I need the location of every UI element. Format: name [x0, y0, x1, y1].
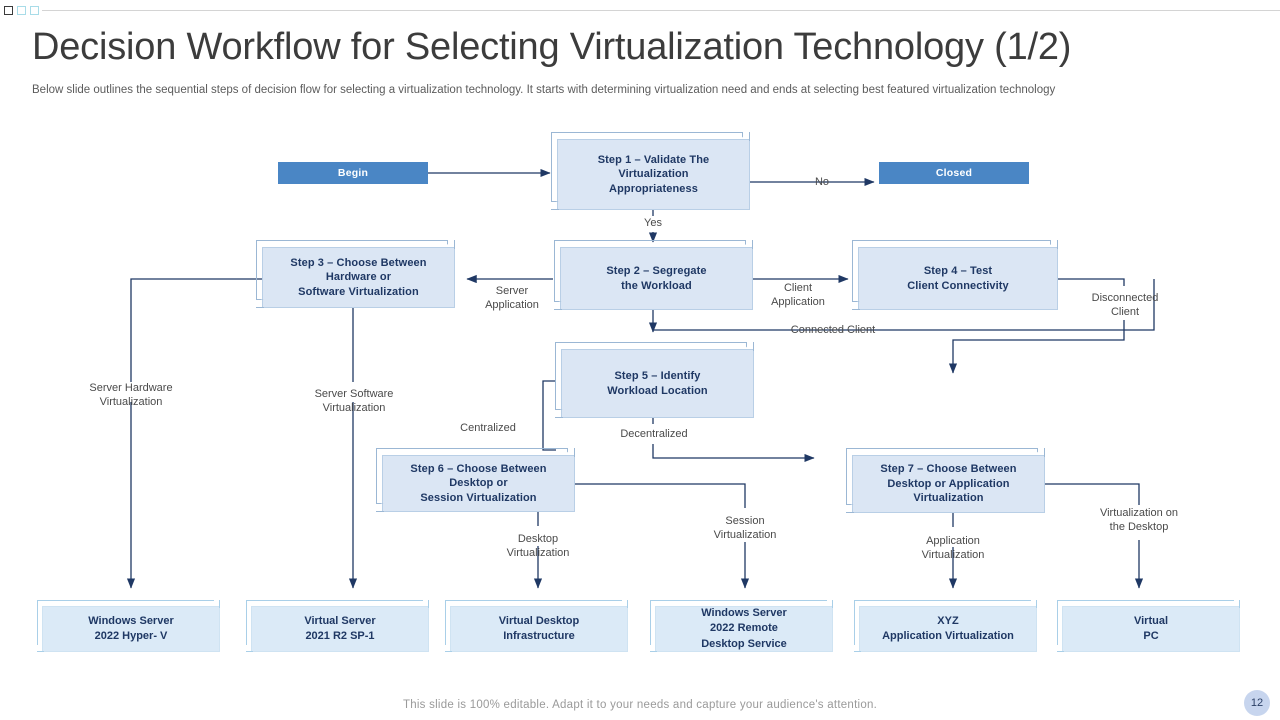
page-subtitle: Below slide outlines the sequential step… — [32, 84, 1056, 96]
frame-right — [832, 600, 833, 608]
frame-corner-bottom-left — [554, 309, 562, 310]
frame-left — [445, 600, 446, 644]
frame-left — [246, 600, 247, 644]
terminator-closed[interactable]: Closed — [879, 162, 1029, 184]
restore-square-icon[interactable] — [17, 6, 26, 15]
frame-corner-bottom-left — [555, 417, 563, 418]
edge-label-connected-client: Connected Client — [790, 324, 876, 336]
frame-left — [1057, 600, 1058, 644]
frame-bottom — [37, 651, 44, 652]
frame-right — [219, 600, 220, 608]
frame-top — [445, 600, 621, 601]
frame-corner-bottom-left — [551, 209, 559, 210]
terminator-closed-label: Closed — [935, 167, 973, 179]
frame-corner-top-right — [574, 448, 575, 457]
edge-label-centralized: Centralized — [460, 422, 516, 434]
frame-corner-top-right — [454, 240, 455, 249]
footer-note: This slide is 100% editable. Adapt it to… — [402, 699, 878, 711]
frame-bottom — [445, 651, 452, 652]
frame-corner-top-right — [749, 132, 750, 141]
edge-label-yes: Yes — [644, 217, 662, 229]
frame-bottom — [1057, 651, 1064, 652]
frame-bottom — [650, 651, 657, 652]
frame-top — [37, 600, 213, 601]
frame-bottom — [246, 651, 253, 652]
frame-corner-bottom-left — [376, 511, 384, 512]
frame-left — [854, 600, 855, 644]
frame-corner-bottom-left — [846, 512, 854, 513]
frame-corner-top-right — [753, 342, 754, 351]
frame-right — [627, 600, 628, 608]
frame-right — [1036, 600, 1037, 608]
frame-bottom — [854, 651, 861, 652]
header-divider — [42, 10, 1280, 11]
frame-left — [37, 600, 38, 644]
frame-top — [854, 600, 1030, 601]
frame-left — [650, 600, 651, 644]
frame-top — [246, 600, 422, 601]
frame-corner-top-right — [1057, 240, 1058, 249]
frame-top — [650, 600, 826, 601]
minimize-square-icon[interactable] — [4, 6, 13, 15]
window-controls-bar — [0, 0, 1280, 20]
frame-corner-bottom-left — [852, 309, 860, 310]
frame-right — [1239, 600, 1240, 608]
terminator-begin-label: Begin — [337, 167, 369, 179]
page-title: Decision Workflow for Selecting Virtuali… — [32, 26, 1072, 68]
edge-label-decentralized: Decentralized — [620, 428, 688, 440]
frame-corner-top-right — [1044, 448, 1045, 457]
terminator-begin[interactable]: Begin — [278, 162, 428, 184]
frame-corner-bottom-left — [256, 307, 264, 308]
frame-right — [428, 600, 429, 608]
frame-top — [1057, 600, 1233, 601]
page-number-badge: 12 — [1244, 690, 1270, 716]
edge-label-no: No — [814, 176, 830, 188]
close-square-icon[interactable] — [30, 6, 39, 15]
frame-corner-top-right — [752, 240, 753, 249]
